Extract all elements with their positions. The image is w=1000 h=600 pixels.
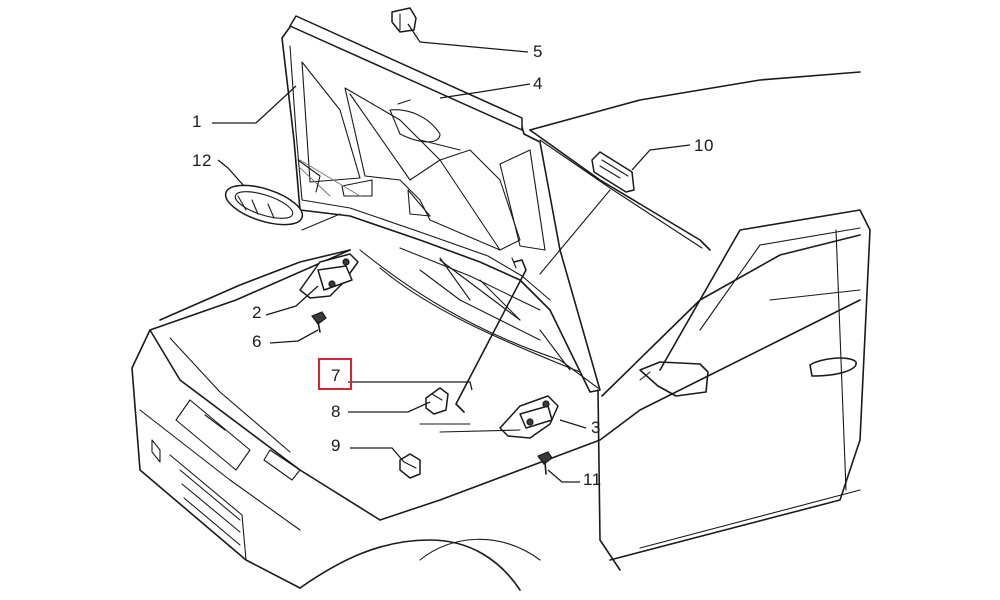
- callout-6: 6: [252, 332, 262, 351]
- callout-12: 12: [192, 151, 212, 170]
- callout-11: 11: [583, 470, 602, 489]
- part-3-hinge: [499, 395, 559, 439]
- hood-panel: [281, 19, 601, 393]
- highlight-box-callout-7: [318, 358, 352, 390]
- part-7-prop-rod: [455, 257, 527, 413]
- part-12-grommet: [224, 184, 304, 226]
- callout-5: 5: [533, 42, 543, 61]
- callout-7: 7: [331, 366, 341, 385]
- part-6-screw: [311, 311, 327, 333]
- part-10-bracket: [591, 151, 635, 193]
- part-9-clip: [399, 453, 421, 479]
- callout-1: 1: [192, 112, 202, 131]
- part-5-clip: [391, 7, 417, 33]
- callout-8: 8: [331, 402, 341, 421]
- part-2-hinge: [299, 253, 359, 299]
- car-body: [131, 71, 871, 591]
- part-8-holder: [425, 387, 449, 415]
- part-11-screw: [537, 451, 553, 475]
- callout-3: 3: [591, 418, 601, 437]
- callout-9: 9: [331, 436, 341, 455]
- callout-10: 10: [694, 136, 714, 155]
- part-4-hood-seal: [289, 15, 523, 131]
- leader-lines: [212, 23, 691, 483]
- callout-4: 4: [533, 74, 543, 93]
- callout-2: 2: [252, 303, 262, 322]
